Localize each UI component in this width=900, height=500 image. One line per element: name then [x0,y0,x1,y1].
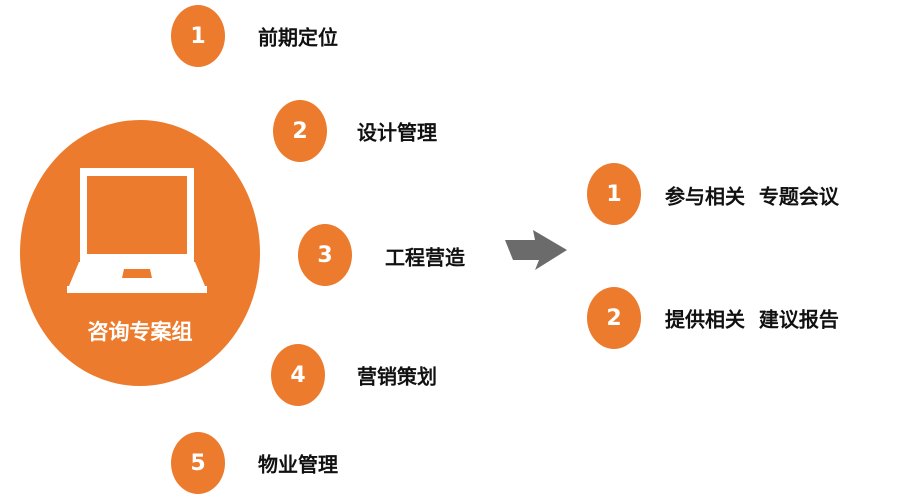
output-number-2: 2 [587,287,641,349]
phase-number-3: 3 [298,224,352,286]
consulting-team-label: 咨询专案组 [87,320,193,344]
output-label-1: 参与相关 专题会议 [665,184,839,209]
phase-number-4: 4 [271,344,325,406]
phase-number-5: 5 [171,432,225,494]
phase-number-1: 1 [171,5,225,67]
laptop-icon [67,168,207,293]
phase-label-5: 物业管理 [258,452,338,477]
phase-label-1: 前期定位 [258,25,338,50]
phase-number-2: 2 [273,100,327,162]
phase-label-4: 营销策划 [357,364,437,389]
output-number-1: 1 [587,163,641,225]
consulting-team-circle: 咨询专案组 [20,120,260,386]
phase-label-2: 设计管理 [357,120,437,145]
output-label-2: 提供相关 建议报告 [665,307,839,332]
phase-label-3: 工程营造 [385,245,465,270]
arrow-right-icon [505,230,567,270]
